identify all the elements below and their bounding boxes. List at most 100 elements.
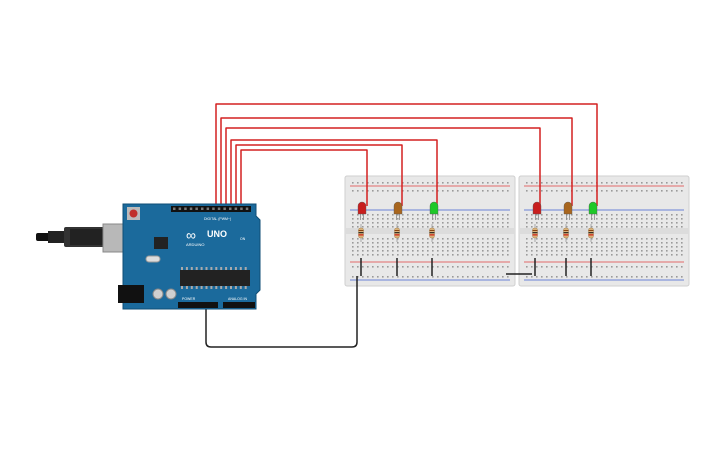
breadboard-hole[interactable] (507, 246, 509, 248)
breadboard-hole[interactable] (601, 238, 603, 240)
breadboard-hole[interactable] (492, 266, 494, 268)
breadboard-hole[interactable] (392, 266, 394, 268)
breadboard-hole[interactable] (362, 226, 364, 228)
breadboard-hole[interactable] (357, 242, 359, 244)
breadboard-hole[interactable] (651, 250, 653, 252)
breadboard-hole[interactable] (352, 190, 354, 192)
breadboard-hole[interactable] (452, 250, 454, 252)
breadboard-hole[interactable] (531, 250, 533, 252)
breadboard-hole[interactable] (452, 276, 454, 278)
breadboard-hole[interactable] (566, 222, 568, 224)
breadboard-hole[interactable] (586, 242, 588, 244)
breadboard-hole[interactable] (492, 254, 494, 256)
breadboard-hole[interactable] (407, 218, 409, 220)
breadboard-hole[interactable] (472, 214, 474, 216)
breadboard-hole[interactable] (497, 276, 499, 278)
breadboard-hole[interactable] (402, 218, 404, 220)
breadboard-hole[interactable] (676, 190, 678, 192)
breadboard-hole[interactable] (412, 214, 414, 216)
breadboard-hole[interactable] (631, 246, 633, 248)
breadboard-hole[interactable] (681, 242, 683, 244)
breadboard-hole[interactable] (437, 266, 439, 268)
breadboard-hole[interactable] (661, 276, 663, 278)
breadboard-hole[interactable] (626, 214, 628, 216)
breadboard-hole[interactable] (601, 242, 603, 244)
breadboard-hole[interactable] (502, 242, 504, 244)
breadboard-hole[interactable] (611, 254, 613, 256)
breadboard-hole[interactable] (397, 238, 399, 240)
breadboard-hole[interactable] (671, 226, 673, 228)
breadboard-hole[interactable] (352, 218, 354, 220)
breadboard-hole[interactable] (507, 182, 509, 184)
breadboard-hole[interactable] (352, 246, 354, 248)
breadboard-hole[interactable] (452, 238, 454, 240)
breadboard-hole[interactable] (596, 214, 598, 216)
breadboard-hole[interactable] (551, 238, 553, 240)
breadboard-hole[interactable] (357, 182, 359, 184)
breadboard-hole[interactable] (492, 182, 494, 184)
breadboard-hole[interactable] (581, 276, 583, 278)
breadboard-hole[interactable] (681, 182, 683, 184)
breadboard-hole[interactable] (676, 266, 678, 268)
breadboard-hole[interactable] (581, 254, 583, 256)
breadboard-hole[interactable] (457, 182, 459, 184)
breadboard-hole[interactable] (382, 222, 384, 224)
breadboard-hole[interactable] (357, 246, 359, 248)
breadboard-hole[interactable] (636, 250, 638, 252)
breadboard-hole[interactable] (631, 190, 633, 192)
breadboard-hole[interactable] (482, 190, 484, 192)
breadboard-hole[interactable] (497, 214, 499, 216)
breadboard-hole[interactable] (377, 254, 379, 256)
breadboard-hole[interactable] (497, 254, 499, 256)
breadboard-hole[interactable] (492, 222, 494, 224)
resistor-4[interactable] (532, 224, 538, 242)
breadboard-hole[interactable] (586, 250, 588, 252)
breadboard-hole[interactable] (492, 214, 494, 216)
breadboard-hole[interactable] (417, 218, 419, 220)
breadboard-hole[interactable] (487, 254, 489, 256)
breadboard-hole[interactable] (541, 238, 543, 240)
breadboard-hole[interactable] (546, 254, 548, 256)
breadboard-hole[interactable] (437, 238, 439, 240)
breadboard-hole[interactable] (581, 218, 583, 220)
breadboard-hole[interactable] (392, 242, 394, 244)
breadboard-hole[interactable] (392, 222, 394, 224)
breadboard-hole[interactable] (442, 250, 444, 252)
breadboard-hole[interactable] (541, 218, 543, 220)
breadboard-hole[interactable] (442, 254, 444, 256)
breadboard-hole[interactable] (352, 214, 354, 216)
breadboard-hole[interactable] (477, 242, 479, 244)
breadboard-hole[interactable] (601, 190, 603, 192)
breadboard-hole[interactable] (412, 226, 414, 228)
breadboard-hole[interactable] (497, 190, 499, 192)
breadboard-hole[interactable] (417, 182, 419, 184)
breadboard-hole[interactable] (536, 214, 538, 216)
breadboard-hole[interactable] (666, 222, 668, 224)
breadboard-hole[interactable] (596, 250, 598, 252)
breadboard-hole[interactable] (586, 246, 588, 248)
breadboard-hole[interactable] (362, 242, 364, 244)
breadboard-hole[interactable] (457, 246, 459, 248)
breadboard-hole[interactable] (646, 266, 648, 268)
breadboard-hole[interactable] (417, 246, 419, 248)
breadboard-hole[interactable] (526, 214, 528, 216)
breadboard-hole[interactable] (641, 242, 643, 244)
breadboard-hole[interactable] (566, 182, 568, 184)
breadboard-hole[interactable] (586, 214, 588, 216)
breadboard-hole[interactable] (367, 214, 369, 216)
breadboard-hole[interactable] (636, 246, 638, 248)
breadboard-hole[interactable] (571, 266, 573, 268)
breadboard-hole[interactable] (377, 250, 379, 252)
breadboard-hole[interactable] (482, 242, 484, 244)
breadboard-hole[interactable] (616, 266, 618, 268)
breadboard-hole[interactable] (417, 238, 419, 240)
breadboard-hole[interactable] (531, 218, 533, 220)
breadboard-hole[interactable] (601, 266, 603, 268)
breadboard-hole[interactable] (556, 246, 558, 248)
breadboard-hole[interactable] (536, 226, 538, 228)
breadboard-hole[interactable] (412, 242, 414, 244)
breadboard-hole[interactable] (546, 238, 548, 240)
breadboard-hole[interactable] (546, 276, 548, 278)
breadboard-hole[interactable] (407, 254, 409, 256)
breadboard-hole[interactable] (457, 218, 459, 220)
